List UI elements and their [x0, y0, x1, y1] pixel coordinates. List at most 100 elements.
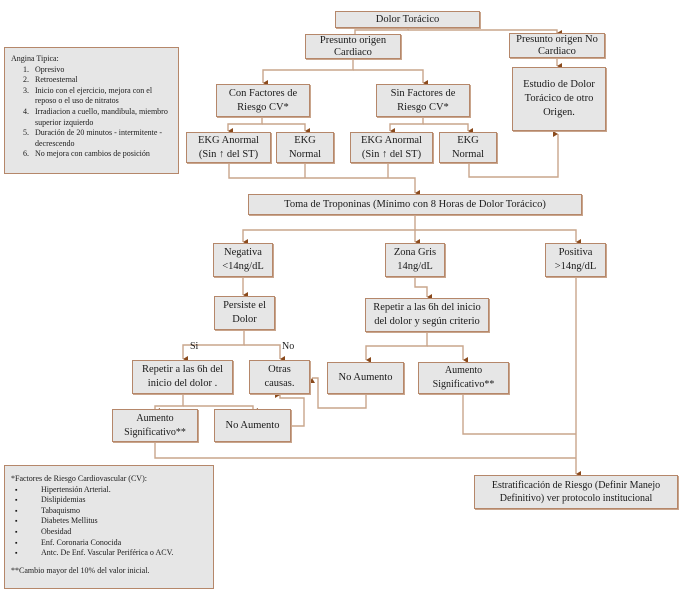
connector-troponinas-split: [242, 215, 416, 245]
node-no-aumento-negativa: No Aumento: [214, 409, 291, 442]
node-text: Significativo**: [124, 426, 186, 438]
risk-factors-note: *Factores de Riesgo Cardiovascular (CV):…: [4, 465, 214, 589]
connector-aumento-gris-to-estratificacion: [462, 394, 576, 435]
node-ekg-anormal-con: EKG Anormal (Sin ↑ del ST): [186, 132, 271, 163]
connector-cardiaco-split: [262, 58, 354, 86]
node-text: Estudio de Dolor: [523, 79, 595, 90]
angina-note-title: Angina Tipica:: [11, 54, 59, 63]
connector-con-to-ekg-normal: [262, 123, 310, 134]
node-text: <14ng/dL: [222, 261, 264, 272]
connector-dolor-to-no-cardiaco: [408, 29, 562, 36]
angina-criterion: Retroesternal: [31, 75, 172, 86]
node-text: causas.: [264, 378, 295, 389]
risk-factor: Dislipidemias: [15, 495, 207, 506]
connector-repetir-gris-split: [365, 332, 428, 363]
node-text: Zona Gris: [393, 247, 437, 258]
angina-criteria-list: Opresivo Retroesternal Inicio con el eje…: [11, 65, 172, 160]
node-text: Persiste el: [223, 300, 266, 311]
node-text: Cardiaco: [538, 45, 576, 57]
node-troponina-zona-gris: Zona Gris 14ng/dL: [385, 243, 445, 277]
risk-note-title: *Factores de Riesgo Cardiovascular (CV):: [11, 474, 147, 483]
node-estratificacion-riesgo: Estratificación de Riesgo (Definir Manej…: [474, 475, 678, 509]
node-text: Riesgo CV*: [237, 101, 289, 113]
node-text: EKG Anormal: [198, 134, 259, 146]
node-text: EKG: [457, 134, 479, 146]
node-text: Torácico de otro: [524, 93, 594, 104]
risk-factors-list: Hipertensión Arterial. Dislipidemias Tab…: [11, 485, 207, 559]
node-text: EKG Anormal: [361, 134, 422, 146]
node-text: Origen.: [543, 107, 575, 118]
node-text: Normal: [288, 148, 322, 160]
risk-factor: Hipertensión Arterial.: [15, 485, 207, 496]
angina-criterion: Irradiacion a cuello, mandibula, miembro…: [31, 107, 172, 128]
node-text: Repetir a las 6h del inicio: [373, 302, 481, 313]
connector-no-aumento-gris-to-otras: [309, 377, 367, 409]
connector-persiste-si: [182, 330, 245, 362]
node-repetir-6h-zona-gris: Repetir a las 6h del inicio del dolor y s…: [365, 298, 489, 332]
node-text: >14ng/dL: [554, 261, 597, 272]
node-ekg-anormal-sin: EKG Anormal (Sin ↑ del ST): [350, 132, 433, 163]
node-text: Sin Factores de: [390, 87, 456, 99]
node-persiste-dolor: Persiste el Dolor: [214, 296, 275, 330]
connector-ekgs-to-troponinas: [228, 163, 420, 196]
node-text: Dolor: [232, 314, 257, 325]
node-text: Definitivo) ver protocolo institucional: [499, 493, 653, 504]
risk-note-footnote: **Cambio mayor del 10% del valor inicial…: [11, 565, 150, 575]
connector-troponinas-to-positiva: [415, 229, 581, 245]
node-text: Significativo**: [432, 379, 495, 390]
node-text: Riesgo CV*: [397, 101, 449, 113]
node-sin-factores-riesgo: Sin Factores de Riesgo CV*: [376, 84, 470, 117]
connector-aumento-neg-to-estratificacion: [154, 442, 576, 459]
connector-persiste-no: [244, 344, 285, 362]
node-text: del dolor y según criterio: [374, 316, 480, 327]
node-otras-causas: Otras causas.: [249, 360, 310, 394]
node-text: Positiva: [558, 247, 593, 258]
node-text: Negativa: [224, 247, 262, 258]
risk-factor: Obesidad: [15, 527, 207, 538]
connector-sin-to-ekg-normal: [423, 123, 473, 134]
node-troponina-negativa: Negativa <14ng/dL: [213, 243, 273, 277]
node-text: Toma de Troponinas (Mínimo con 8 Horas d…: [284, 198, 546, 210]
node-text: (Sin ↑ del ST): [198, 148, 259, 160]
label-si: Si: [190, 341, 199, 352]
node-text: 14ng/dL: [397, 261, 433, 272]
node-text: Presunto origen No: [516, 33, 598, 45]
node-text: Presunto origen: [319, 34, 387, 46]
connector-con-to-ekgs: [227, 117, 263, 134]
connector-repetir-gris-to-aumento: [427, 345, 468, 363]
node-text: (Sin ↑ del ST): [361, 148, 422, 160]
node-text: Normal: [451, 148, 485, 160]
node-toma-troponinas: Toma de Troponinas (Mínimo con 8 Horas d…: [248, 194, 582, 215]
node-text: Repetir a las 6h del: [141, 364, 224, 375]
node-text: No Aumento: [225, 419, 280, 431]
risk-factor: Diabetes Mellitus: [15, 516, 207, 527]
node-con-factores-riesgo: Con Factores de Riesgo CV*: [216, 84, 310, 117]
angina-criterion: No mejora con cambios de posición: [31, 149, 172, 160]
connector-repetir-neg-split: [154, 394, 184, 414]
node-repetir-6h-negativa: Repetir a las 6h del inicio del dolor .: [132, 360, 233, 394]
node-text: Aumento: [136, 412, 174, 424]
angina-criterion: Duración de 20 minutos - intermitente - …: [31, 128, 172, 149]
node-ekg-normal-con: EKG Normal: [276, 132, 334, 163]
node-text: Aumento: [444, 365, 483, 376]
node-text: EKG: [294, 134, 316, 146]
risk-factor: Tabaquismo: [15, 506, 207, 517]
node-text: Con Factores de: [228, 87, 298, 99]
node-text: inicio del dolor .: [147, 378, 218, 389]
risk-factor: Antc. De Enf. Vascular Periférica o ACV.: [15, 548, 207, 559]
node-no-aumento-zona-gris: No Aumento: [327, 362, 404, 394]
node-text: Estratificación de Riesgo (Definir Manej…: [491, 480, 661, 491]
node-text: Dolor Torácico: [375, 13, 440, 25]
node-text: Otras: [268, 364, 291, 375]
node-text: Cardiaco: [334, 46, 372, 58]
connector-gris-to-repetir: [414, 277, 432, 300]
angina-tipica-note: Angina Tipica: Opresivo Retroesternal In…: [4, 47, 179, 174]
connector-dolor-to-cardiaco: [354, 27, 409, 34]
angina-criterion: Opresivo: [31, 65, 172, 76]
node-text: No Aumento: [338, 372, 393, 383]
